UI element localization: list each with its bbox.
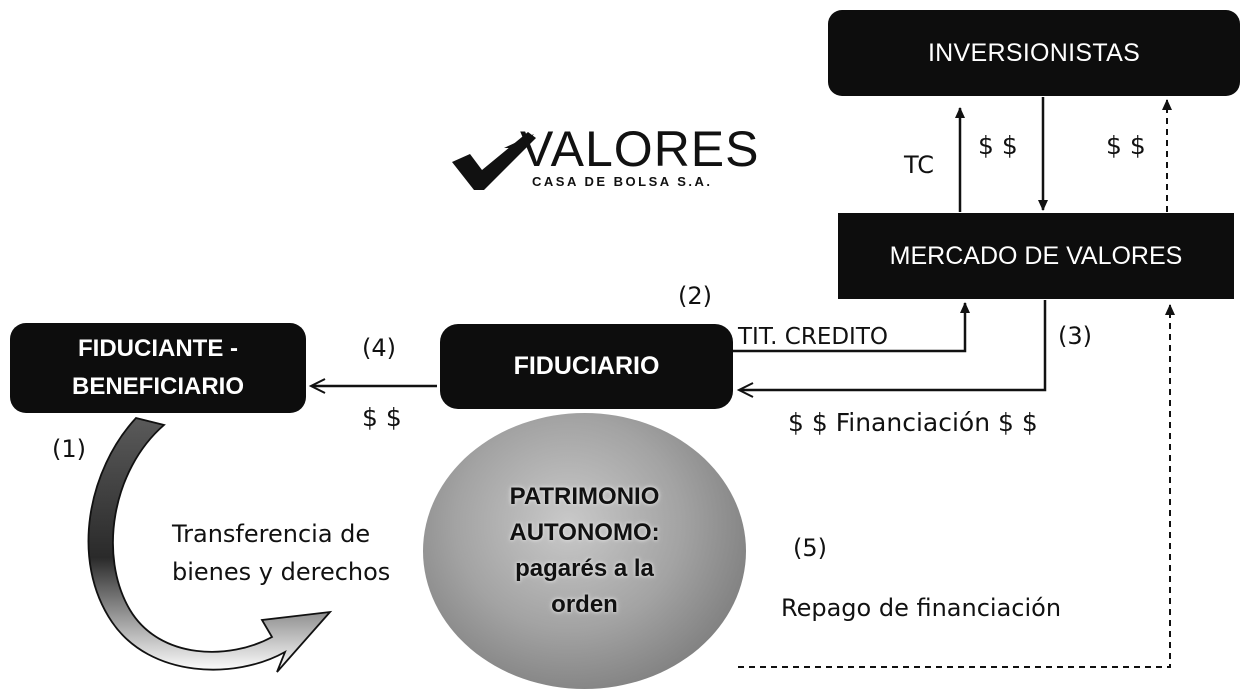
dollars-to-fiduciante-label: $ $	[362, 403, 402, 432]
repago-arrow	[738, 304, 1175, 668]
tit-credito-label: TIT. CREDITO	[738, 324, 888, 350]
mercado-de-valores-node: MERCADO DE VALORES	[838, 213, 1234, 299]
inversionistas-label: INVERSIONISTAS	[927, 38, 1141, 67]
tc-label: TC	[904, 151, 935, 179]
fiduciante-beneficiario-node: FIDUCIANTE - BENEFICIARIO	[10, 323, 306, 413]
logo-subtitle: CASA DE BOLSA S.A.	[532, 174, 713, 189]
fiduciario-node: FIDUCIARIO	[440, 324, 733, 409]
financiacion-label: $ $ Financiación $ $	[788, 408, 1038, 437]
repago-label: Repago de financiación	[781, 594, 1062, 622]
transfer-curve-arrow	[87, 416, 333, 673]
fiduciante-label-line2: BENEFICIARIO	[71, 373, 244, 400]
patrimonio-label-line4: orden	[551, 591, 618, 618]
step-5-label: (5)	[793, 534, 827, 562]
step-1-label: (1)	[52, 435, 86, 463]
fiduciante-label-line1: FIDUCIANTE -	[78, 335, 238, 362]
step-4-label: (4)	[362, 334, 396, 362]
patrimonio-label-line1: PATRIMONIO	[509, 483, 660, 510]
financiacion-arrow	[736, 300, 1047, 398]
dollars-dashed-label: $ $	[1106, 131, 1146, 160]
transferencia-label-line1: Transferencia de	[172, 520, 371, 548]
mercado-label: MERCADO DE VALORES	[889, 241, 1183, 270]
logo-wordmark: VALORES	[520, 121, 760, 177]
step-2-label: (2)	[678, 282, 712, 310]
valores-logo: VALORES CASA DE BOLSA S.A.	[448, 120, 759, 200]
step-3-label: (3)	[1058, 322, 1092, 350]
patrimonio-autonomo-node: PATRIMONIO AUTONOMO: pagarés a la orden	[423, 413, 746, 689]
patrimonio-label-line3: pagarés a la	[515, 555, 654, 582]
inversionistas-node: INVERSIONISTAS	[828, 10, 1240, 96]
fiduciario-label: FIDUCIARIO	[513, 352, 660, 380]
checkmark-icon	[452, 132, 536, 190]
transferencia-label-line2: bienes y derechos	[172, 558, 391, 586]
patrimonio-label-line2: AUTONOMO:	[509, 519, 660, 546]
dollars-down-label: $ $	[978, 131, 1018, 160]
tit-credito-arrow	[733, 302, 970, 353]
